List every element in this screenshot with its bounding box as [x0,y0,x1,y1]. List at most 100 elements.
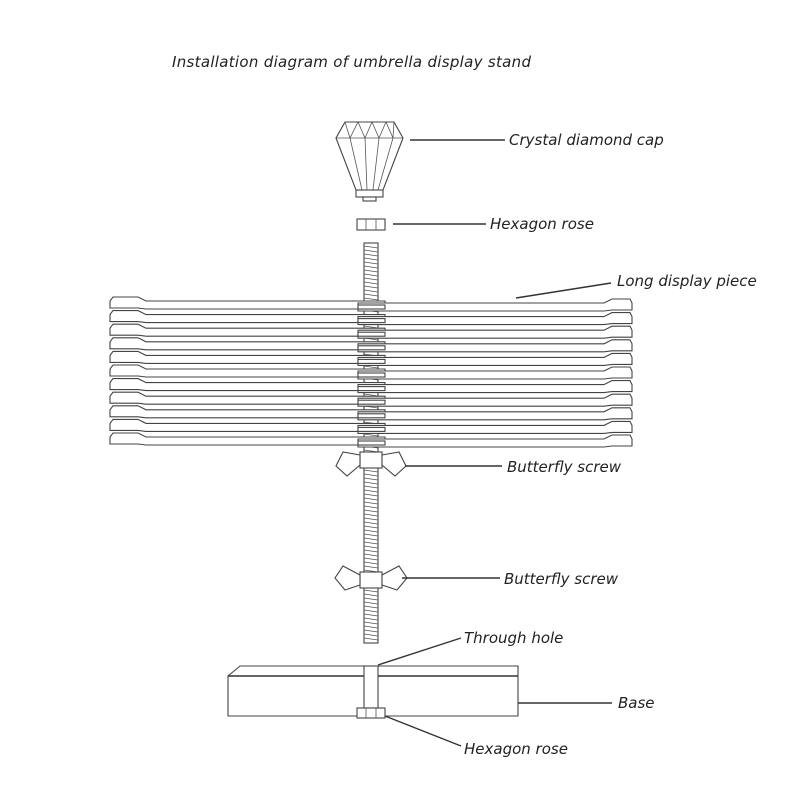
display-piece-right [357,312,633,326]
thread-tick [363,497,379,501]
thread-tick [363,609,379,613]
thread-tick [363,589,379,593]
thread-tick [363,625,379,629]
label-hexagon-rose-bottom: Hexagon rose [464,740,568,758]
label-base: Base [618,694,655,712]
display-piece-right [357,366,633,380]
thread-tick [363,633,379,637]
thread-tick [363,297,379,301]
thread-tick [363,493,379,497]
thread-tick [363,289,379,293]
thread-tick [363,557,379,561]
hexagon-rose-bottom [356,707,386,719]
display-piece-right [357,325,633,339]
thread-tick [363,293,379,297]
label-long-display-piece: Long display piece [617,272,757,290]
display-piece-right [357,352,633,366]
display-piece-left [109,296,386,310]
piece-hole-ring [357,372,386,378]
display-piece-left [109,418,386,432]
display-piece-right [357,434,633,448]
through-hole [363,665,379,709]
thread-tick [363,277,379,281]
thread-tick [363,601,379,605]
display-piece-left [109,337,386,351]
thread-tick [363,261,379,265]
display-piece-left [109,432,386,446]
display-piece-right [357,393,633,407]
label-butterfly-screw-lower: Butterfly screw [504,570,619,588]
piece-hole-ring [357,386,386,392]
thread-tick [363,477,379,481]
display-piece-right [357,420,633,434]
thread-tick [363,617,379,621]
piece-hole-ring [357,318,386,324]
thread-tick [363,505,379,509]
thread-tick [363,365,379,369]
leader-lines [377,139,612,747]
thread-tick [363,285,379,289]
display-piece-right [357,298,633,312]
thread-tick [363,521,379,525]
piece-hole-ring [357,345,386,351]
thread-tick [363,501,379,505]
thread-tick [363,549,379,553]
thread-tick [363,269,379,273]
piece-hole-ring [357,358,386,364]
butterfly-screw-lower [334,565,408,591]
thread-tick [363,489,379,493]
thread-tick [363,545,379,549]
thread-tick [363,517,379,521]
hexagon-rose-top [356,218,386,231]
thread-tick [363,561,379,565]
base [227,665,519,719]
piece-hole-ring [357,399,386,405]
label-crystal-diamond-cap: Crystal diamond cap [509,131,664,149]
thread-tick [363,273,379,277]
thread-tick [363,565,379,569]
display-piece-left [109,405,386,419]
thread-tick [363,593,379,597]
display-piece-left [109,350,386,364]
thread-tick [363,525,379,529]
display-piece-left [109,310,386,324]
piece-hole-ring [357,426,386,432]
display-piece-left [109,364,386,378]
thread-tick [363,513,379,517]
butterfly-screw-upper [335,451,407,477]
thread-tick [363,529,379,533]
thread-tick [363,469,379,473]
thread-tick [363,629,379,633]
display-piece-left [109,323,386,337]
thread-tick [363,597,379,601]
thread-tick [363,249,379,253]
thread-tick [363,533,379,537]
thread-tick [363,257,379,261]
thread-tick [363,621,379,625]
piece-hole-ring [357,440,386,446]
display-piece-right [357,407,633,421]
thread-tick [363,485,379,489]
display-piece-left [109,378,386,392]
thread-tick [363,605,379,609]
diagram-title: Installation diagram of umbrella display… [172,53,531,71]
thread-tick [363,553,379,557]
long-display-pieces [109,296,633,448]
thread-tick [363,281,379,285]
thread-tick [363,433,379,437]
thread-tick [363,253,379,257]
display-piece-right [357,339,633,353]
thread-tick [363,245,379,249]
crystal-diamond-cap [335,121,404,202]
piece-hole-ring [357,331,386,337]
label-butterfly-screw-upper: Butterfly screw [507,458,622,476]
thread-tick [363,473,379,477]
label-through-hole: Through hole [464,629,563,647]
display-piece-left [109,391,386,405]
label-hexagon-rose-top: Hexagon rose [490,215,594,233]
piece-hole-ring [357,413,386,419]
display-piece-right [357,380,633,394]
thread-tick [363,637,379,641]
thread-tick [363,481,379,485]
